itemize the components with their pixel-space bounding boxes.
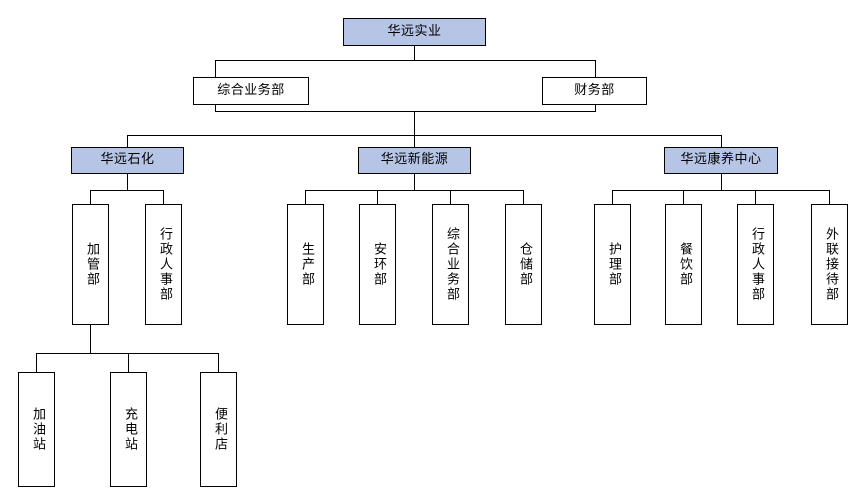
node-label: 华远新能源 [380, 152, 449, 168]
node-gas-management-dept[interactable]: 加管部 [72, 204, 109, 325]
connector-stem-health-center [721, 174, 722, 190]
node-label: 安环部 [370, 242, 386, 287]
node-external-liaison-reception-dept[interactable]: 外联接待部 [811, 204, 848, 325]
connector-drop-new-energy [414, 135, 415, 147]
node-gas-station[interactable]: 加油站 [18, 372, 55, 487]
connector-drop-production [305, 190, 306, 204]
node-label: 财务部 [574, 82, 615, 98]
connector-drop-gas-station [36, 353, 37, 372]
connector-petrochem-bar [90, 190, 164, 191]
connector-drop-hc-admin [755, 190, 756, 204]
connector-stem-gas-management [90, 325, 91, 353]
node-production-dept[interactable]: 生产部 [287, 204, 324, 325]
node-general-business-dept[interactable]: 综合业务部 [193, 77, 309, 105]
node-huayuan-new-energy[interactable]: 华远新能源 [358, 147, 471, 174]
connector-drop-health-center [721, 135, 722, 147]
connector-drop-safety-env [377, 190, 378, 204]
node-label: 加管部 [83, 242, 99, 287]
connector-drop-general-business [215, 60, 216, 77]
node-convenience-store[interactable]: 便利店 [200, 372, 237, 487]
node-new-energy-general-business-dept[interactable]: 综合业务部 [432, 204, 469, 325]
node-label: 充电站 [121, 407, 137, 452]
node-root-huayuan-industry[interactable]: 华远实业 [343, 18, 486, 46]
connector-drop-catering [683, 190, 684, 204]
connector-new-energy-bar [305, 190, 523, 191]
node-safety-environment-dept[interactable]: 安环部 [359, 204, 396, 325]
connector-drop-gas-management [90, 190, 91, 204]
node-label: 便利店 [211, 407, 227, 452]
node-huayuan-petrochemical[interactable]: 华远石化 [71, 147, 184, 174]
node-label: 仓储部 [516, 242, 532, 287]
connector-stem-general-business [215, 105, 216, 111]
connector-drop-convenience-store [218, 353, 219, 372]
connector-health-center-bar [612, 190, 829, 191]
node-label: 华远实业 [387, 23, 442, 39]
node-health-center-admin-hr-dept[interactable]: 行政人事部 [737, 204, 774, 325]
connector-drop-ne-general-business [450, 190, 451, 204]
node-label: 餐饮部 [676, 242, 692, 287]
connector-stem-new-energy [414, 174, 415, 190]
node-nursing-dept[interactable]: 护理部 [594, 204, 631, 325]
connector-drop-nursing [612, 190, 613, 204]
connector-stem-petrochem [127, 174, 128, 190]
connector-level1-join-bar [215, 111, 596, 112]
node-label: 综合业务部 [217, 82, 285, 98]
connector-gas-management-bar [36, 353, 219, 354]
connector-stem-finance [595, 105, 596, 111]
connector-drop-petrochem-admin [163, 190, 164, 204]
connector-drop-charging-station [128, 353, 129, 372]
node-label: 生产部 [298, 242, 314, 287]
connector-level2-bar [127, 135, 721, 136]
node-label: 综合业务部 [443, 227, 459, 302]
connector-center-drop [414, 111, 415, 135]
connector-level1-bar [215, 60, 595, 61]
node-huayuan-health-center[interactable]: 华远康养中心 [664, 147, 778, 174]
node-label: 行政人事部 [748, 227, 764, 302]
node-label: 华远石化 [100, 152, 155, 168]
node-finance-dept[interactable]: 财务部 [542, 77, 647, 105]
node-warehouse-dept[interactable]: 仓储部 [505, 204, 542, 325]
node-charging-station[interactable]: 充电站 [110, 372, 147, 487]
node-label: 护理部 [605, 242, 621, 287]
connector-drop-external-liaison [829, 190, 830, 204]
connector-root-stem [414, 45, 415, 61]
connector-drop-petrochem [127, 135, 128, 147]
connector-drop-finance [595, 60, 596, 77]
node-label: 行政人事部 [156, 227, 172, 302]
node-catering-dept[interactable]: 餐饮部 [665, 204, 702, 325]
connector-drop-warehouse [523, 190, 524, 204]
node-label: 华远康养中心 [680, 152, 762, 168]
node-label: 加油站 [29, 407, 45, 452]
node-petrochem-admin-hr-dept[interactable]: 行政人事部 [145, 204, 182, 325]
node-label: 外联接待部 [822, 227, 838, 302]
